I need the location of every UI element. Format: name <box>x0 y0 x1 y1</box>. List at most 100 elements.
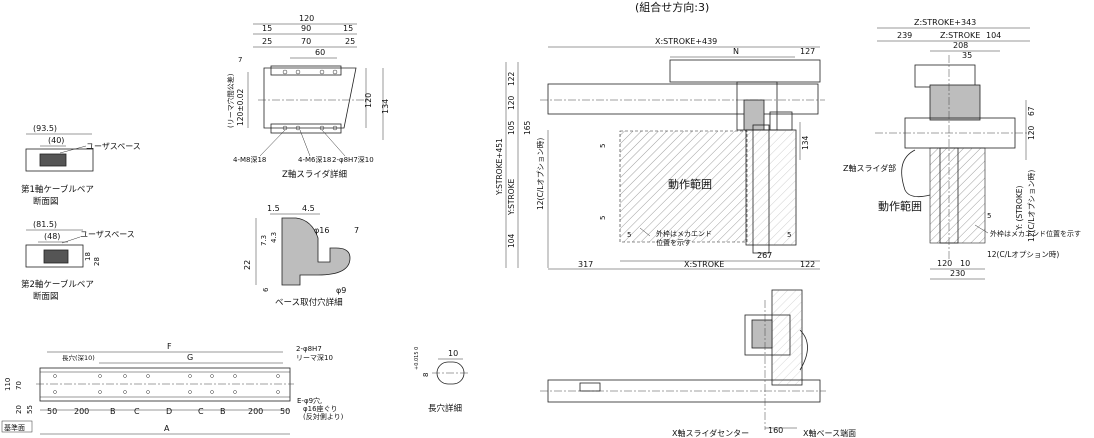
axis1-inner-dim: (40) <box>48 136 64 145</box>
sv-cl2: 12(C/Lオプション時) <box>987 250 1059 259</box>
bl-reamer: 2-φ8H7 <box>296 345 322 353</box>
sv-zstroke343: Z:STROKE+343 <box>914 18 976 27</box>
z-hole3: 2-φ8H7深10 <box>332 155 374 164</box>
bl-base: 基準面 <box>4 423 25 432</box>
front-view: X:STROKE+439 N 127 動作範囲 122 120 105 165 … <box>495 37 825 270</box>
fv-xstroke439: X:STROKE+439 <box>655 37 717 46</box>
sv-cl: 12(C/Lオプション時) <box>1027 170 1036 242</box>
z-caption: Z軸スライダ詳細 <box>282 169 347 180</box>
bh-d15: 1.5 <box>267 204 280 213</box>
z-tol: 120±0.02 <box>236 88 245 126</box>
fv-d5b: 5 <box>599 216 607 220</box>
fv-d104: 104 <box>507 233 516 248</box>
fv-d122b: 122 <box>800 260 815 269</box>
bl-dim-row: 50 200 B C D C B 200 50 <box>47 407 290 416</box>
z-hole2: 4-M6深18 <box>298 155 331 164</box>
sv-d120: 120 <box>1027 125 1036 140</box>
axis2-caption-sub: 断面図 <box>33 291 59 302</box>
fv-outer2: 位置を示す <box>656 238 691 247</box>
z-d120: 120 <box>299 14 314 23</box>
cable-bearer-axis1: (93.5) (40) ユーザスペース 第1軸ケーブルベア 断面図 <box>21 124 141 207</box>
bl-hole1: E-φ9穴, <box>297 396 322 405</box>
fv-d134: 134 <box>801 135 810 150</box>
fv-d317: 317 <box>578 260 593 269</box>
axis1-caption-sub: 断面図 <box>33 196 59 207</box>
bl-dim-7: 200 <box>248 407 263 416</box>
fv-d165: 165 <box>523 120 532 135</box>
sv-outer: 外枠はメカエンド位置を示す <box>990 229 1081 238</box>
sv-d239: 239 <box>897 31 912 40</box>
base-hole-detail: 1.5 4.5 7.3 4.3 φ16 7 22 6 φ9 ベース取付穴詳細 <box>243 204 359 308</box>
z-d25b: 25 <box>345 37 355 46</box>
sv-zslider: Z軸スライダ部 <box>843 163 896 173</box>
fv-d122a: 122 <box>507 71 516 86</box>
bl-dim-8: 50 <box>280 407 290 416</box>
axis2-caption: 第2軸ケーブルベア <box>21 279 94 290</box>
z-d70: 70 <box>301 37 311 46</box>
bl-A: A <box>164 424 170 433</box>
sv-d5: 5 <box>987 212 991 220</box>
base-plan-view: F G 長穴(深10) 2-φ8H7 リーマ深10 110 70 20 55 5… <box>1 342 344 435</box>
sv-d230: 230 <box>950 269 965 278</box>
bl-dim-2: B <box>110 407 116 416</box>
bl-dim-0: 50 <box>47 407 57 416</box>
z-d60: 60 <box>315 48 325 57</box>
fv-N: N <box>733 47 739 56</box>
bl-reamer2: リーマ深10 <box>296 353 333 362</box>
axis1-user-space: ユーザスペース <box>86 142 141 151</box>
axis1-outer-dim: (93.5) <box>33 124 57 133</box>
fv-range: 動作範囲 <box>668 177 712 191</box>
cable-bearer-axis2: (81.5) (48) ユーザスペース 18 28 第2軸ケーブルベア 断面図 <box>21 220 135 302</box>
fv-d5a: 5 <box>599 144 607 148</box>
bl-dim-6: B <box>220 407 226 416</box>
bl-hole2: φ16座ぐり <box>303 404 338 413</box>
fv-outer1: 外枠はメカエンド <box>656 229 712 238</box>
bh-d7: 7 <box>354 226 359 235</box>
axis1-caption: 第1軸ケーブルベア <box>21 184 94 195</box>
sv-d35: 35 <box>962 51 972 60</box>
bl-d20: 20 <box>15 405 23 414</box>
bl-dim-3: C <box>134 407 140 416</box>
tv-xslider: X軸スライダセンター <box>672 428 749 438</box>
bl-d110: 110 <box>4 378 12 391</box>
bh-d73: 7.3 <box>260 235 268 246</box>
axis2-outer-dim: (81.5) <box>33 220 57 229</box>
tv-xbase: X軸ベース端面 <box>803 428 856 438</box>
slot-tol: +0.015 0 <box>414 347 420 370</box>
bh-caption: ベース取付穴詳細 <box>275 297 343 308</box>
z-d7: 7 <box>238 56 242 64</box>
fv-ystroke: Y:STROKE <box>507 179 516 216</box>
bl-F: F <box>167 342 172 351</box>
sv-ystroke: Y: (STROKE) <box>1015 185 1024 231</box>
fv-d267: 267 <box>757 251 772 260</box>
bh-d45: 4.5 <box>302 204 315 213</box>
bh-d22: 22 <box>243 260 252 270</box>
sv-zstroke104: Z:STROKE <box>940 31 980 40</box>
slot-caption: 長穴詳細 <box>428 403 462 414</box>
tv-d160: 160 <box>768 426 783 435</box>
z-d15b: 15 <box>343 24 353 33</box>
bh-phi16: φ16 <box>314 226 329 235</box>
bh-d43: 4.3 <box>270 232 278 243</box>
z-d90: 90 <box>301 24 311 33</box>
bl-hole3: (反対側より) <box>303 412 344 421</box>
axis2-h2: 28 <box>93 257 101 266</box>
axis2-inner-dim: (48) <box>44 232 60 241</box>
z-reamer: (リーマ穴間公差) <box>226 73 235 128</box>
top-view: X軸スライダセンター 160 X軸ベース端面 <box>540 289 856 438</box>
fv-xstroke: X:STROKE <box>684 260 724 269</box>
z-hole1: 4-M8深18 <box>233 155 266 164</box>
slot-d8: 8 <box>422 373 430 377</box>
sv-d120b: 120 <box>937 259 952 268</box>
z-slider-detail: 120 15 90 15 25 70 25 60 7 120 134 (リーマ穴… <box>226 14 390 180</box>
side-view: Z:STROKE+343 239 Z:STROKE 104 208 35 120… <box>843 18 1081 280</box>
bh-d6: 6 <box>262 287 270 292</box>
fv-d105: 105 <box>507 120 516 135</box>
fv-d5c: 5 <box>627 231 631 239</box>
sv-d208: 208 <box>953 41 968 50</box>
bl-d70: 70 <box>15 381 23 390</box>
axis2-h1: 18 <box>84 252 92 261</box>
fv-ystroke451: Y:STROKE+451 <box>495 138 504 196</box>
sv-range: 動作範囲 <box>878 199 922 213</box>
